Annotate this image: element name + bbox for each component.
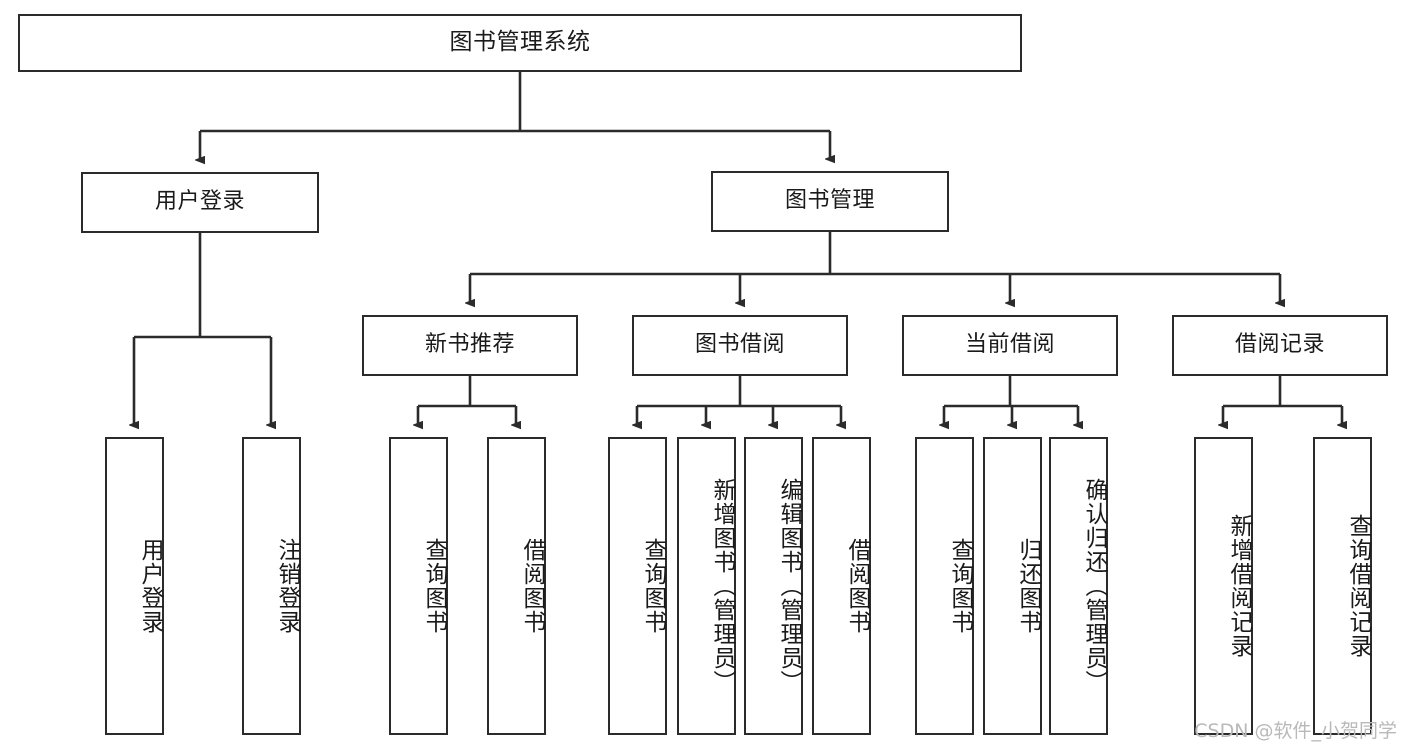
leaf-node-label: 注销登录 [274,538,300,634]
leaf-node-label: 查询图书 [640,538,666,634]
node-book-borrowing[interactable]: 图书借阅 [632,315,848,376]
leaf-node-label: 查询图书 [421,538,447,634]
leaf-node-label: 用户登录 [137,538,163,634]
node-root-system[interactable]: 图书管理系统 [18,14,1022,72]
leaf-node-label: 新增图书（管理员） [709,478,735,694]
node-book-management[interactable]: 图书管理 [711,171,949,232]
leaf-query-book-rec[interactable]: 查询图书 [389,437,448,735]
node-user-login[interactable]: 用户登录 [81,172,319,233]
leaf-borrow-book-rec[interactable]: 借阅图书 [487,437,546,735]
leaf-logout-login[interactable]: 注销登录 [242,437,301,735]
leaf-node-label: 借阅图书 [519,538,545,634]
leaf-node-label: 归还图书 [1015,538,1041,634]
leaf-confirm-return[interactable]: 确认归还（管理员） [1049,437,1108,735]
leaf-node-label: 新增借阅记录 [1226,514,1252,658]
leaf-node-label: 查询借阅记录 [1345,514,1371,658]
leaf-user-login[interactable]: 用户登录 [105,437,164,735]
leaf-return-book[interactable]: 归还图书 [983,437,1042,735]
leaf-node-label: 确认归还（管理员） [1081,478,1107,694]
node-borrow-record[interactable]: 借阅记录 [1172,315,1388,376]
leaf-query-book-bor[interactable]: 查询图书 [608,437,667,735]
watermark-text: CSDN @软件_小贺同学 [1194,720,1397,742]
leaf-edit-book[interactable]: 编辑图书（管理员） [744,437,803,735]
leaf-query-record[interactable]: 查询借阅记录 [1313,437,1372,735]
leaf-add-book[interactable]: 新增图书（管理员） [677,437,736,735]
leaf-node-label: 查询图书 [947,538,973,634]
node-current-borrowing[interactable]: 当前借阅 [902,315,1118,376]
leaf-node-label: 编辑图书（管理员） [776,478,802,694]
leaf-add-record[interactable]: 新增借阅记录 [1194,437,1253,735]
leaf-borrow-book-bor[interactable]: 借阅图书 [812,437,871,735]
leaf-query-book-cur[interactable]: 查询图书 [915,437,974,735]
node-new-book-recommendation[interactable]: 新书推荐 [362,315,578,376]
leaf-node-label: 借阅图书 [844,538,870,634]
